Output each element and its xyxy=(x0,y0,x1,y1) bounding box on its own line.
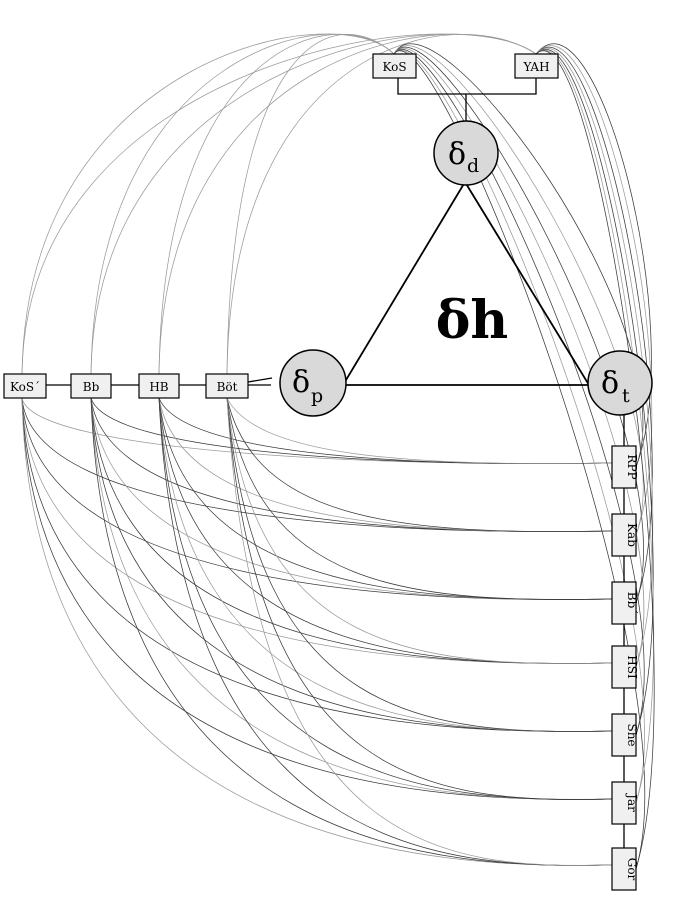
connection-curve xyxy=(90,397,613,866)
box-kos-prime xyxy=(3,373,47,399)
box-kab xyxy=(611,513,637,557)
connection-curve xyxy=(393,46,644,604)
connection-curve xyxy=(393,50,646,870)
connection-curve xyxy=(21,397,613,732)
box-she xyxy=(611,713,637,757)
connection-curve xyxy=(226,33,537,375)
connection-curve xyxy=(226,397,613,600)
connector-lines xyxy=(20,78,625,866)
connection-curve xyxy=(21,397,613,664)
box-rpp xyxy=(611,445,637,489)
connection-curve xyxy=(226,397,613,532)
connection-curve xyxy=(158,33,537,375)
box-kos-prime-label: KoS´ xyxy=(10,380,40,394)
connection-curve xyxy=(226,397,613,664)
box-gor-label: Gor xyxy=(625,858,639,881)
connection-curve xyxy=(158,397,613,800)
box-jar xyxy=(611,781,637,825)
node-delta-t-symbol: δ xyxy=(601,366,619,401)
box-bb-label: Bb xyxy=(83,380,100,394)
center-label: δh xyxy=(436,290,509,351)
connection-curve xyxy=(226,397,613,465)
connection-curves xyxy=(21,33,655,870)
connection-curve xyxy=(21,397,613,600)
box-kab-label: Kab xyxy=(625,523,639,547)
box-bb xyxy=(70,373,112,399)
node-delta-t: δ t xyxy=(587,350,653,416)
node-delta-p: δ p xyxy=(279,349,347,417)
node-delta-p-subscript: p xyxy=(311,385,323,407)
box-bb-prime xyxy=(611,581,637,625)
connection-curve xyxy=(158,397,613,732)
box-hsi-label: HSI xyxy=(625,655,639,679)
box-gor xyxy=(611,847,637,891)
connection-curve xyxy=(393,48,645,668)
connection-curve xyxy=(226,397,613,866)
connection-curve xyxy=(226,397,613,732)
connection-curve xyxy=(158,397,613,866)
connection-curve xyxy=(535,46,653,604)
box-jar-label: Jar xyxy=(625,792,639,812)
connection-curve xyxy=(535,45,653,536)
connection-curve xyxy=(21,33,395,375)
node-delta-d: δ d xyxy=(433,120,499,186)
box-kos-label: KoS xyxy=(382,60,406,74)
box-hb-label: HB xyxy=(149,380,168,394)
connection-curve xyxy=(535,49,654,736)
connection-curve xyxy=(158,397,613,532)
box-bot-label: Böt xyxy=(217,380,238,394)
right-box-group: RPP Kab Bb´ HSI She Jar Gor xyxy=(611,445,639,891)
connection-curve xyxy=(90,397,613,464)
box-rpp-label: RPP xyxy=(625,454,639,479)
node-delta-t-subscript: t xyxy=(622,385,630,407)
connection-curve xyxy=(535,49,655,804)
box-kos xyxy=(372,53,417,79)
connection-curve xyxy=(226,34,395,375)
connection-curve xyxy=(90,397,613,532)
box-hb xyxy=(138,373,180,399)
box-bot xyxy=(205,373,249,399)
node-delta-p-symbol: δ xyxy=(292,365,310,400)
box-yah xyxy=(514,53,559,79)
connection-curve xyxy=(393,49,645,736)
box-hsi xyxy=(611,645,637,689)
connection-curve xyxy=(90,397,613,664)
connection-curve xyxy=(158,397,613,464)
box-bb-prime-label: Bb´ xyxy=(625,592,639,615)
box-yah-label: YAH xyxy=(522,60,549,74)
box-she-label: She xyxy=(625,723,639,746)
node-delta-d-symbol: δ xyxy=(448,137,466,172)
connection-curve xyxy=(158,397,613,600)
left-box-group: KoS´ Bb HB Böt xyxy=(3,373,249,399)
connection-curve xyxy=(90,33,395,375)
top-box-group: KoS YAH xyxy=(372,53,559,79)
central-triangle xyxy=(341,180,591,386)
connection-curve xyxy=(393,49,645,804)
connection-curve xyxy=(158,33,395,375)
node-delta-d-subscript: d xyxy=(467,155,479,177)
connection-curve xyxy=(226,397,613,800)
